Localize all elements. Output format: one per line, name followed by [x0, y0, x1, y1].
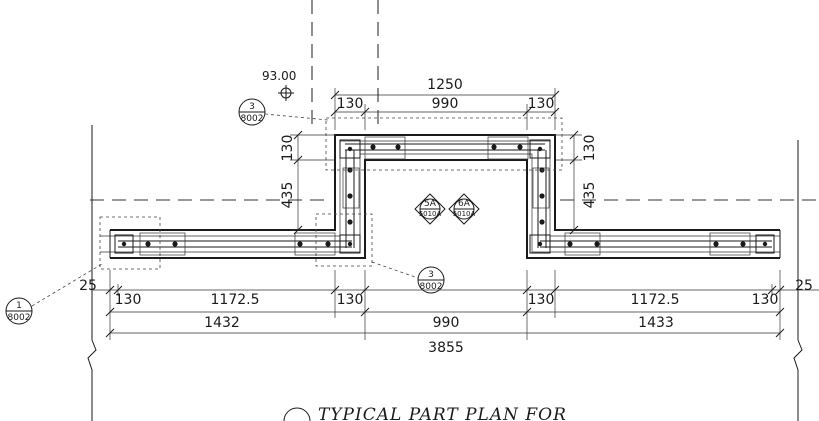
vertical-dimensions	[290, 130, 582, 235]
rebar-lines	[118, 143, 772, 248]
dim-middle-top: 990	[432, 96, 459, 112]
callout-middle-bottom: 8002	[420, 282, 443, 292]
dim-bottom-r1-2: 1172.5	[211, 292, 260, 308]
outer-column-edges	[87, 125, 803, 421]
dim-bottom-r2-2: 1433	[638, 315, 674, 331]
section-mark-5a-top: 5A	[424, 199, 437, 209]
callout-top-left-top: 3	[249, 102, 255, 112]
wall-outline	[100, 134, 781, 259]
dim-bottom-r1-4: 130	[528, 292, 555, 308]
dim-left-vertical-lower: 435	[280, 182, 296, 209]
callout-left-bottom: 8002	[8, 313, 31, 323]
callout-top-left-bottom: 8002	[241, 114, 264, 124]
callout-middle-top: 3	[428, 270, 434, 280]
section-mark-5a-bottom: 5010A	[419, 210, 442, 218]
drawing-title: TYPICAL PART PLAN FOR	[318, 405, 567, 421]
dim-right-flange-top: 130	[528, 96, 555, 112]
boundary-boxes	[114, 136, 775, 256]
top-dimensions	[330, 88, 560, 130]
dim-bottom-total: 3855	[428, 340, 464, 356]
rebar-dots	[121, 144, 768, 247]
bottom-dimensions	[92, 270, 819, 340]
callout-left	[5, 263, 103, 325]
level-marker	[278, 85, 294, 101]
dim-bottom-r2-1: 990	[433, 315, 460, 331]
dim-bottom-r1-1: 130	[115, 292, 142, 308]
section-mark-6a	[448, 193, 480, 225]
dim-bottom-r2-0: 1432	[204, 315, 240, 331]
grid-lines	[90, 0, 819, 201]
section-mark-6a-top: 6A	[458, 199, 471, 209]
callout-top-left	[238, 98, 329, 126]
dim-left-vertical-upper: 130	[280, 135, 296, 162]
dim-bottom-r1-7: 25	[795, 278, 813, 294]
dim-bottom-r1-5: 1172.5	[631, 292, 680, 308]
level-marker-label: 93.00	[262, 69, 296, 83]
section-mark-6a-bottom: 5010A	[453, 210, 476, 218]
title-marker	[283, 407, 311, 421]
callout-middle	[371, 261, 445, 294]
dim-left-flange-top: 130	[337, 96, 364, 112]
dim-overall-top: 1250	[427, 77, 463, 93]
section-mark-5a	[414, 193, 446, 225]
dim-bottom-r1-6: 130	[752, 292, 779, 308]
dim-right-vertical-upper: 130	[582, 135, 598, 162]
dim-right-vertical-lower: 435	[582, 182, 598, 209]
callout-left-top: 1	[16, 301, 22, 311]
detail-boundaries	[99, 117, 563, 270]
dim-bottom-r1-0: 25	[79, 278, 97, 294]
dim-bottom-r1-3: 130	[337, 292, 364, 308]
